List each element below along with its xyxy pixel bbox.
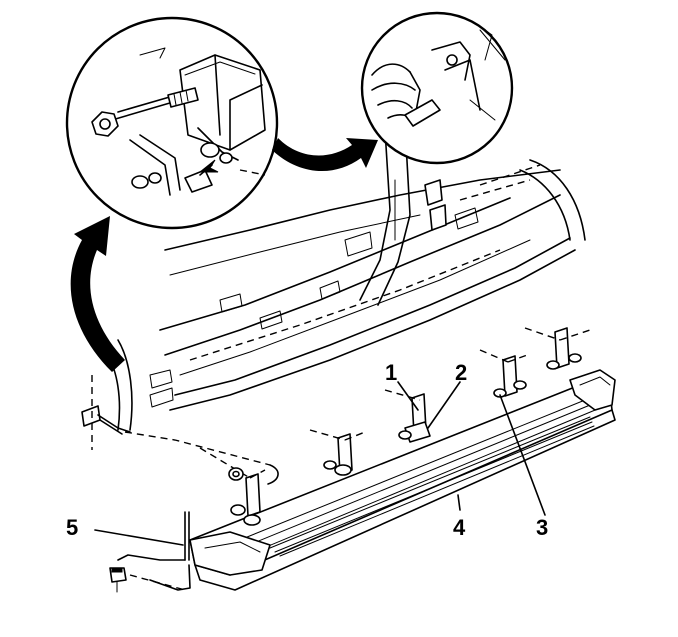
curved-arrow-icon	[70, 216, 125, 372]
callout-2: 2	[455, 360, 467, 385]
nut-icon	[91, 111, 119, 137]
end-bracket-item-5	[109, 511, 191, 593]
magnifier-circle-icon	[360, 11, 514, 165]
running-board	[189, 369, 616, 591]
callout-labels: 1 2 3 4 5	[66, 360, 548, 540]
callout-3: 3	[536, 515, 548, 540]
vehicle-body-frame	[104, 124, 586, 431]
callout-4: 4	[453, 515, 466, 540]
bolt-icon	[109, 567, 127, 593]
detail-view-right	[360, 11, 514, 165]
bracket-rear	[524, 327, 591, 370]
curved-arrow-icon	[272, 138, 378, 172]
hand-icon	[371, 63, 441, 127]
mounting-brackets	[199, 327, 591, 526]
detail-view-left	[65, 16, 279, 230]
bracket-front	[199, 447, 266, 526]
callout-5: 5	[66, 515, 78, 540]
callout-leaders	[94, 381, 546, 546]
callout-1: 1	[385, 360, 397, 385]
bracket-2	[309, 429, 366, 476]
fender-bracket	[81, 375, 279, 485]
bracket-4	[479, 349, 531, 398]
bracket-3-center	[384, 389, 431, 443]
